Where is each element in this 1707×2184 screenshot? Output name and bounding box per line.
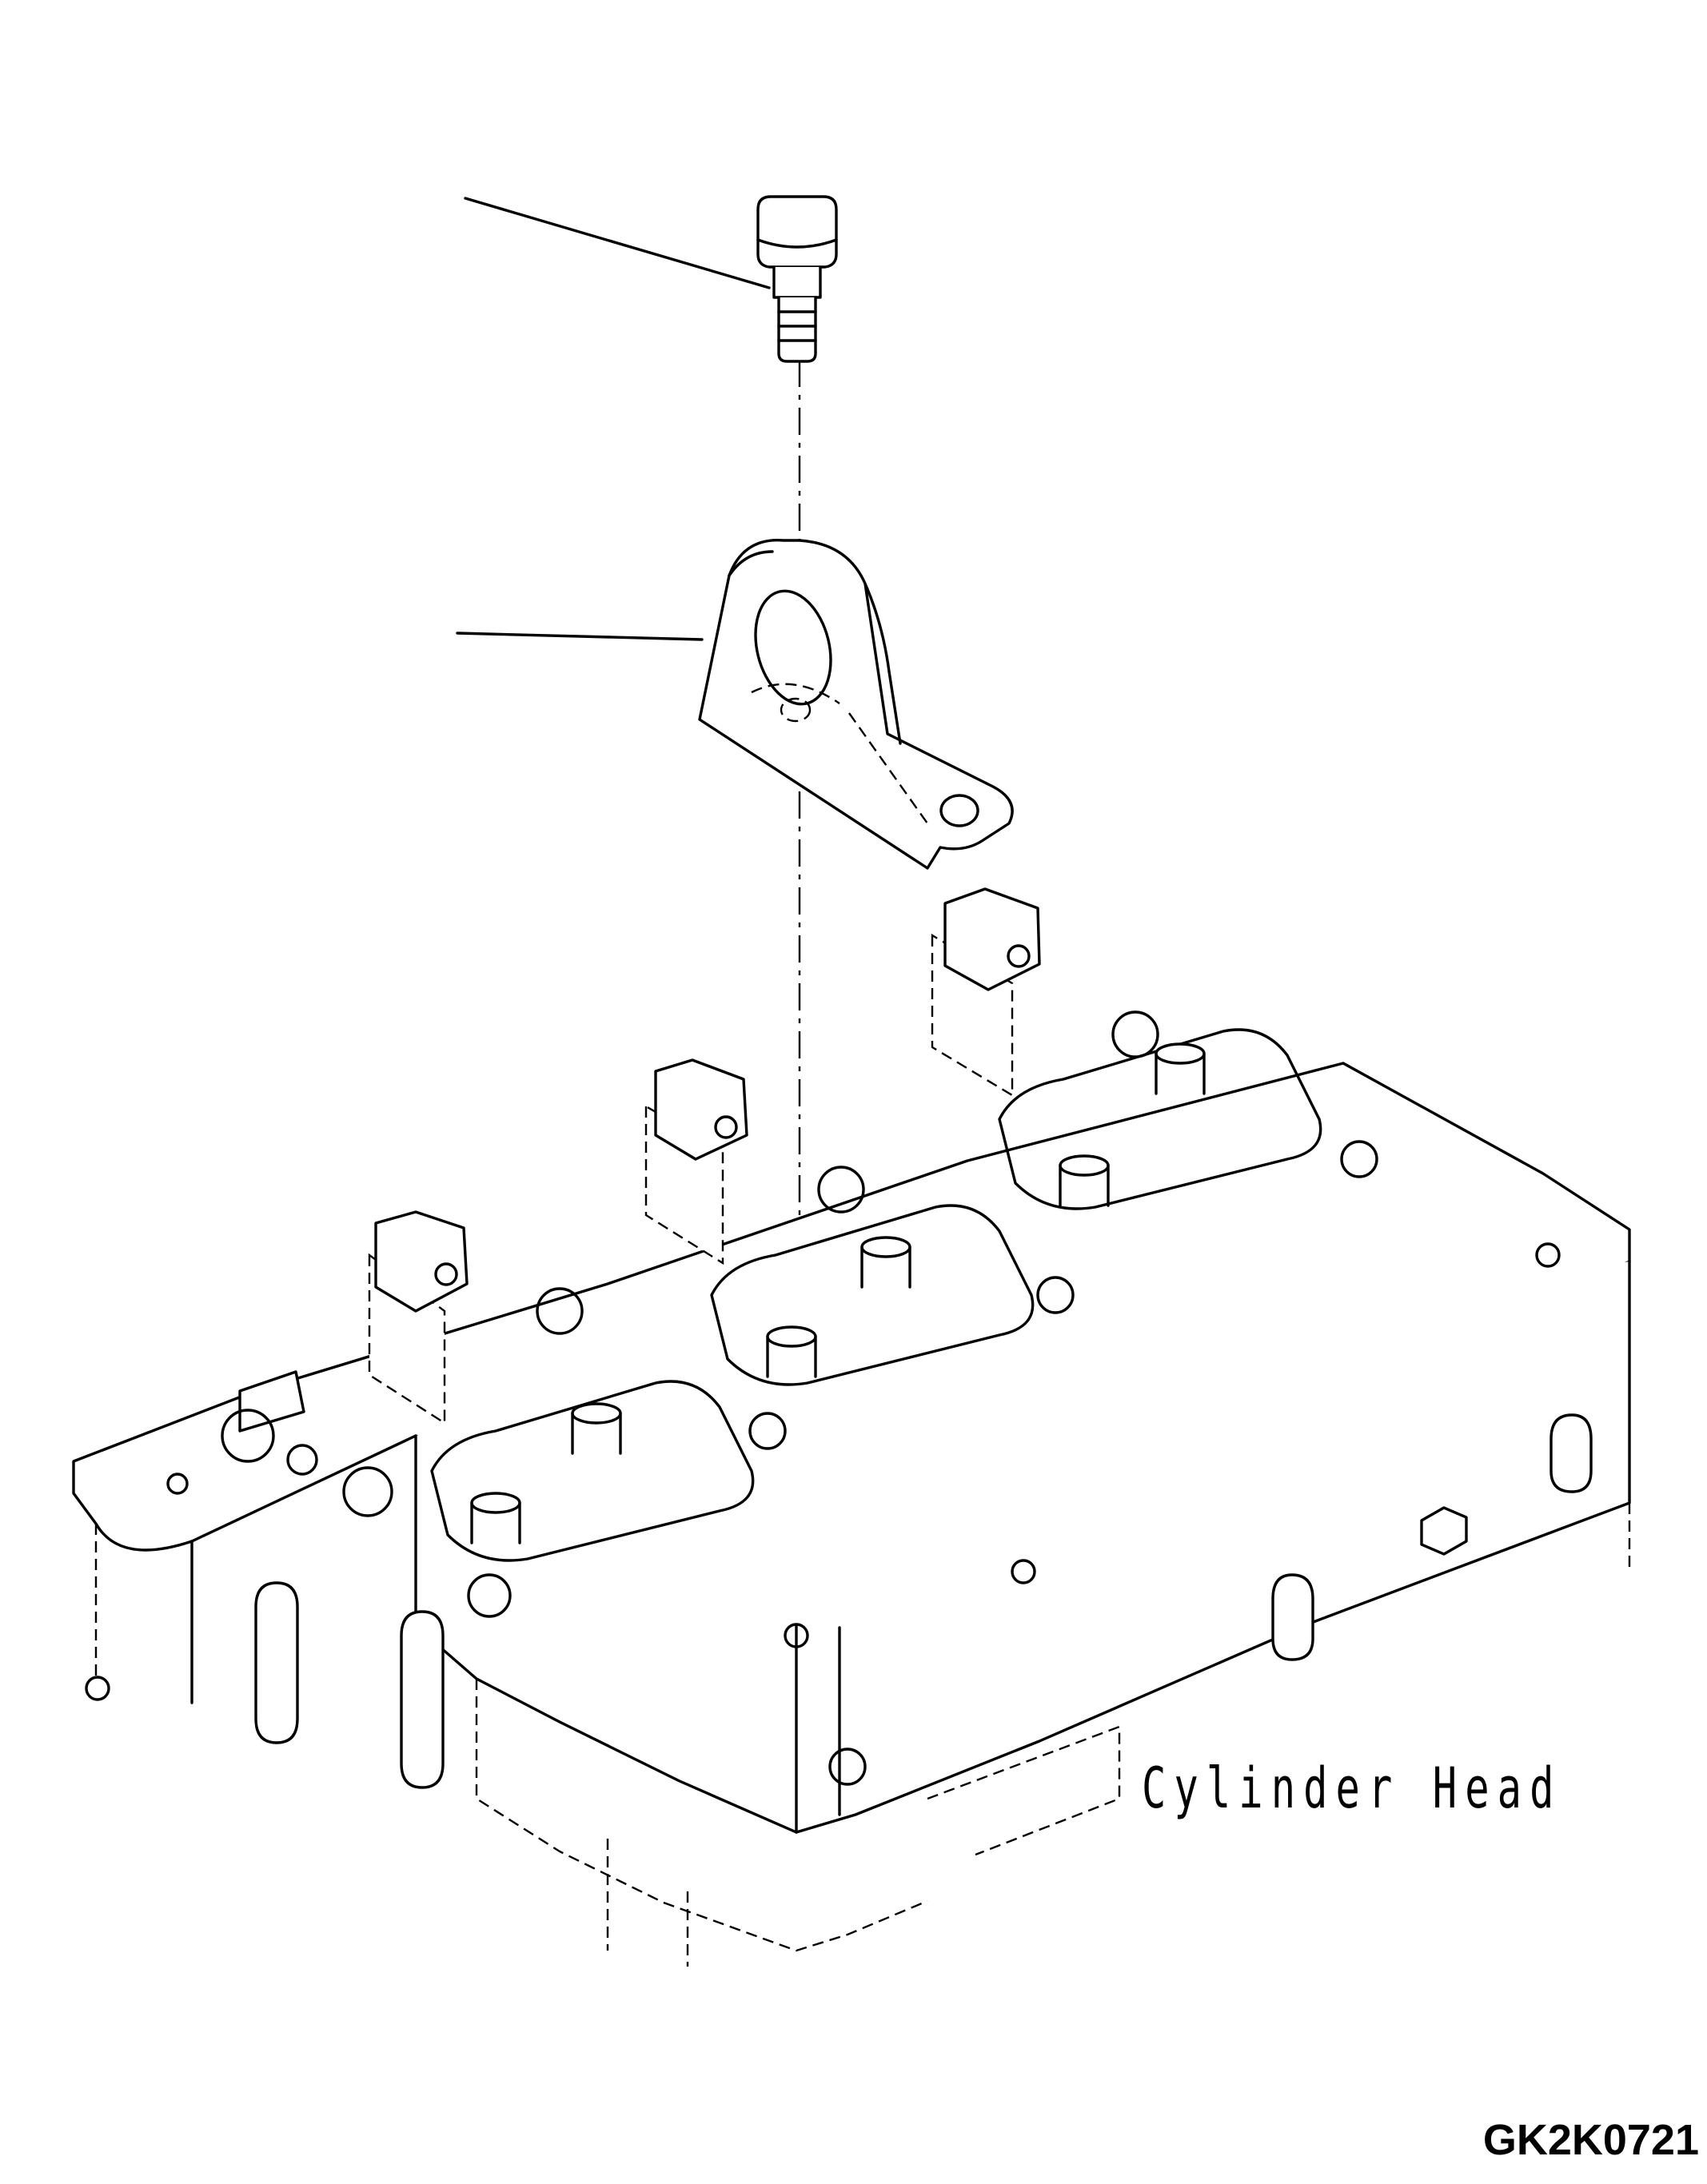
leader-lines xyxy=(456,197,771,641)
bracket-leader-line xyxy=(456,632,704,641)
cylinder-head-label: Cylinder Head xyxy=(1142,1756,1562,1821)
valve-guides xyxy=(470,1042,1206,1544)
drawing-code: GK2K0721 xyxy=(1482,2116,1699,2164)
bolt-holes xyxy=(166,1010,1561,1786)
lifting-bracket xyxy=(698,539,1014,870)
bolt-leader-line xyxy=(464,197,771,289)
bolt xyxy=(756,195,838,363)
cylinder-head xyxy=(72,887,1631,1967)
